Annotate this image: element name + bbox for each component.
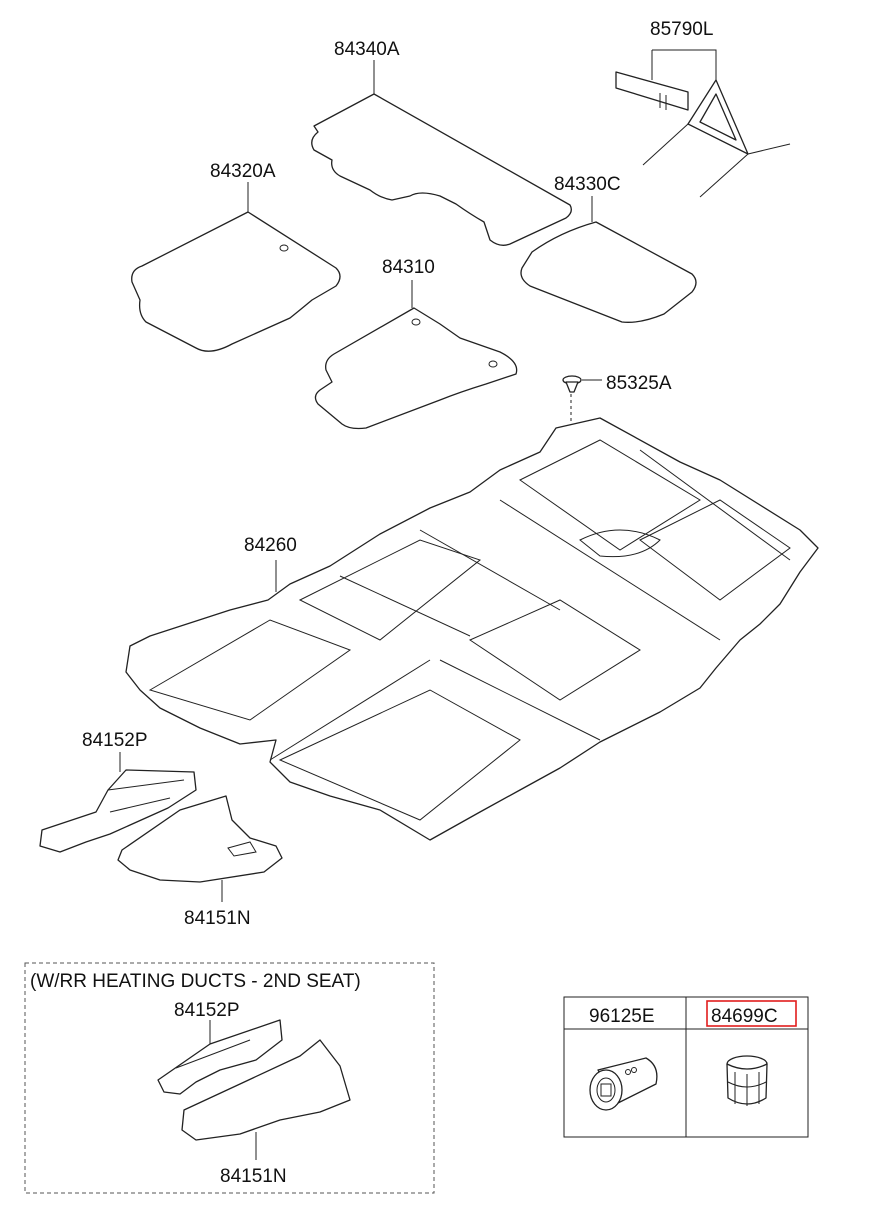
parts-table <box>563 996 809 1138</box>
highlight-box <box>706 1000 797 1027</box>
label-84310: 84310 <box>382 257 435 278</box>
duct-84151N <box>117 795 283 883</box>
floor-carpet-84260 <box>125 417 819 841</box>
warning-triangle-85790L <box>615 71 791 198</box>
label-85790L: 85790L <box>650 19 713 40</box>
label-84152P: 84152P <box>82 730 148 751</box>
mat-84340A <box>311 93 572 246</box>
label-85325A: 85325A <box>606 373 672 394</box>
label-84151N: 84151N <box>184 908 251 929</box>
duct-84152P <box>39 769 197 853</box>
usb-jack-icon <box>589 1057 658 1111</box>
label-84330C: 84330C <box>554 174 621 195</box>
label-84260: 84260 <box>244 535 297 556</box>
cap-icon <box>726 1055 768 1106</box>
clip-85325A <box>562 375 582 393</box>
table-label-84699C: 84699C <box>711 1006 778 1027</box>
mat-84310 <box>314 307 518 430</box>
inset-title: (W/RR HEATING DUCTS - 2ND SEAT) <box>30 971 361 992</box>
inset-label-84152P: 84152P <box>174 1000 240 1021</box>
mat-84330C <box>520 221 697 323</box>
mat-84320A <box>131 211 341 352</box>
inset-label-84151N: 84151N <box>220 1166 287 1187</box>
table-label-96125E: 96125E <box>589 1006 655 1027</box>
label-84320A: 84320A <box>210 161 276 182</box>
inset-duct-84152P <box>157 1019 283 1095</box>
label-84340A: 84340A <box>334 39 400 60</box>
inset-box <box>24 962 435 1194</box>
inset-duct-84151N <box>181 1039 351 1141</box>
